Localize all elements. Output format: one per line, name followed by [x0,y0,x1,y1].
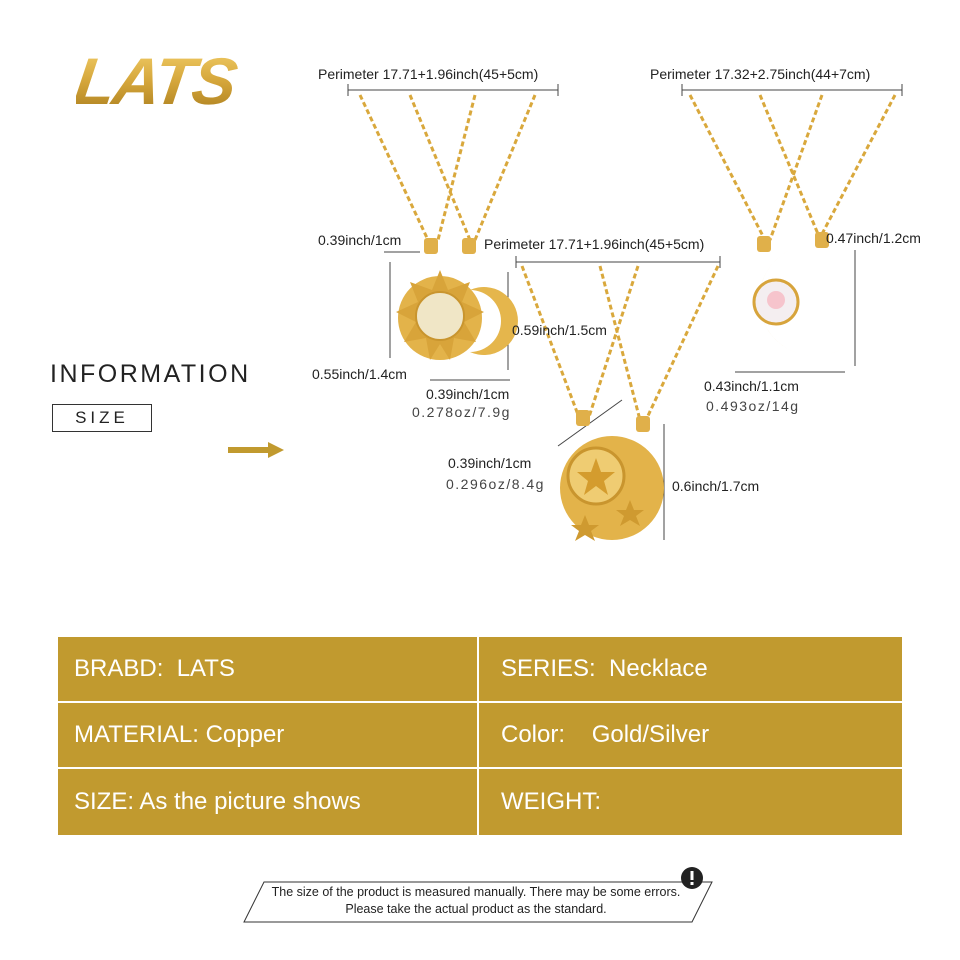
spec-table: BRABD: LATS SERIES: Necklace MATERIAL: C… [58,637,902,835]
star-weight-label: 0.296oz/8.4g [446,476,545,492]
star-height-label: 0.6inch/1.7cm [672,478,760,494]
spec-brand: BRABD: LATS [58,637,479,703]
product-image [347,84,903,541]
opal-bail-label: 0.47inch/1.2cm [826,230,921,246]
spec-series: SERIES: Necklace [479,637,902,703]
notice-line-2: Please take the actual product as the st… [345,902,607,916]
notice-line-1: The size of the product is measured manu… [271,885,681,899]
opal-width-label: 0.43inch/1.1cm [704,378,799,394]
right-arrow-icon [228,442,284,458]
opal-weight-label: 0.493oz/14g [706,398,800,414]
spec-size: SIZE: As the picture shows [58,769,479,835]
spec-material: MATERIAL: Copper [58,703,479,769]
sun-inner-label: 0.59inch/1.5cm [512,322,607,338]
exclamation-icon [681,867,703,889]
information-title: INFORMATION [50,360,251,388]
sun-width-label: 0.39inch/1cm [426,386,510,402]
star-width-label: 0.39inch/1cm [448,455,532,471]
notice-text: The size of the product is measured manu… [256,884,696,918]
star-perimeter-label: Perimeter 17.71+1.96inch(45+5cm) [484,236,705,252]
brand-logo: LATS [76,48,242,114]
opal-perimeter-label: Perimeter 17.32+2.75inch(44+7cm) [650,66,871,82]
logo-text: LATS [76,48,242,114]
spec-color: Color: Gold/Silver [479,703,902,769]
size-badge: SIZE [52,404,152,432]
sun-height-label: 0.55inch/1.4cm [312,366,407,382]
notice-frame [243,881,713,923]
sun-bail-label: 0.39inch/1cm [318,232,402,248]
sun-weight-label: 0.278oz/7.9g [412,404,511,420]
sun-perimeter-label: Perimeter 17.71+1.96inch(45+5cm) [318,66,539,82]
spec-weight: WEIGHT: [501,788,601,815]
